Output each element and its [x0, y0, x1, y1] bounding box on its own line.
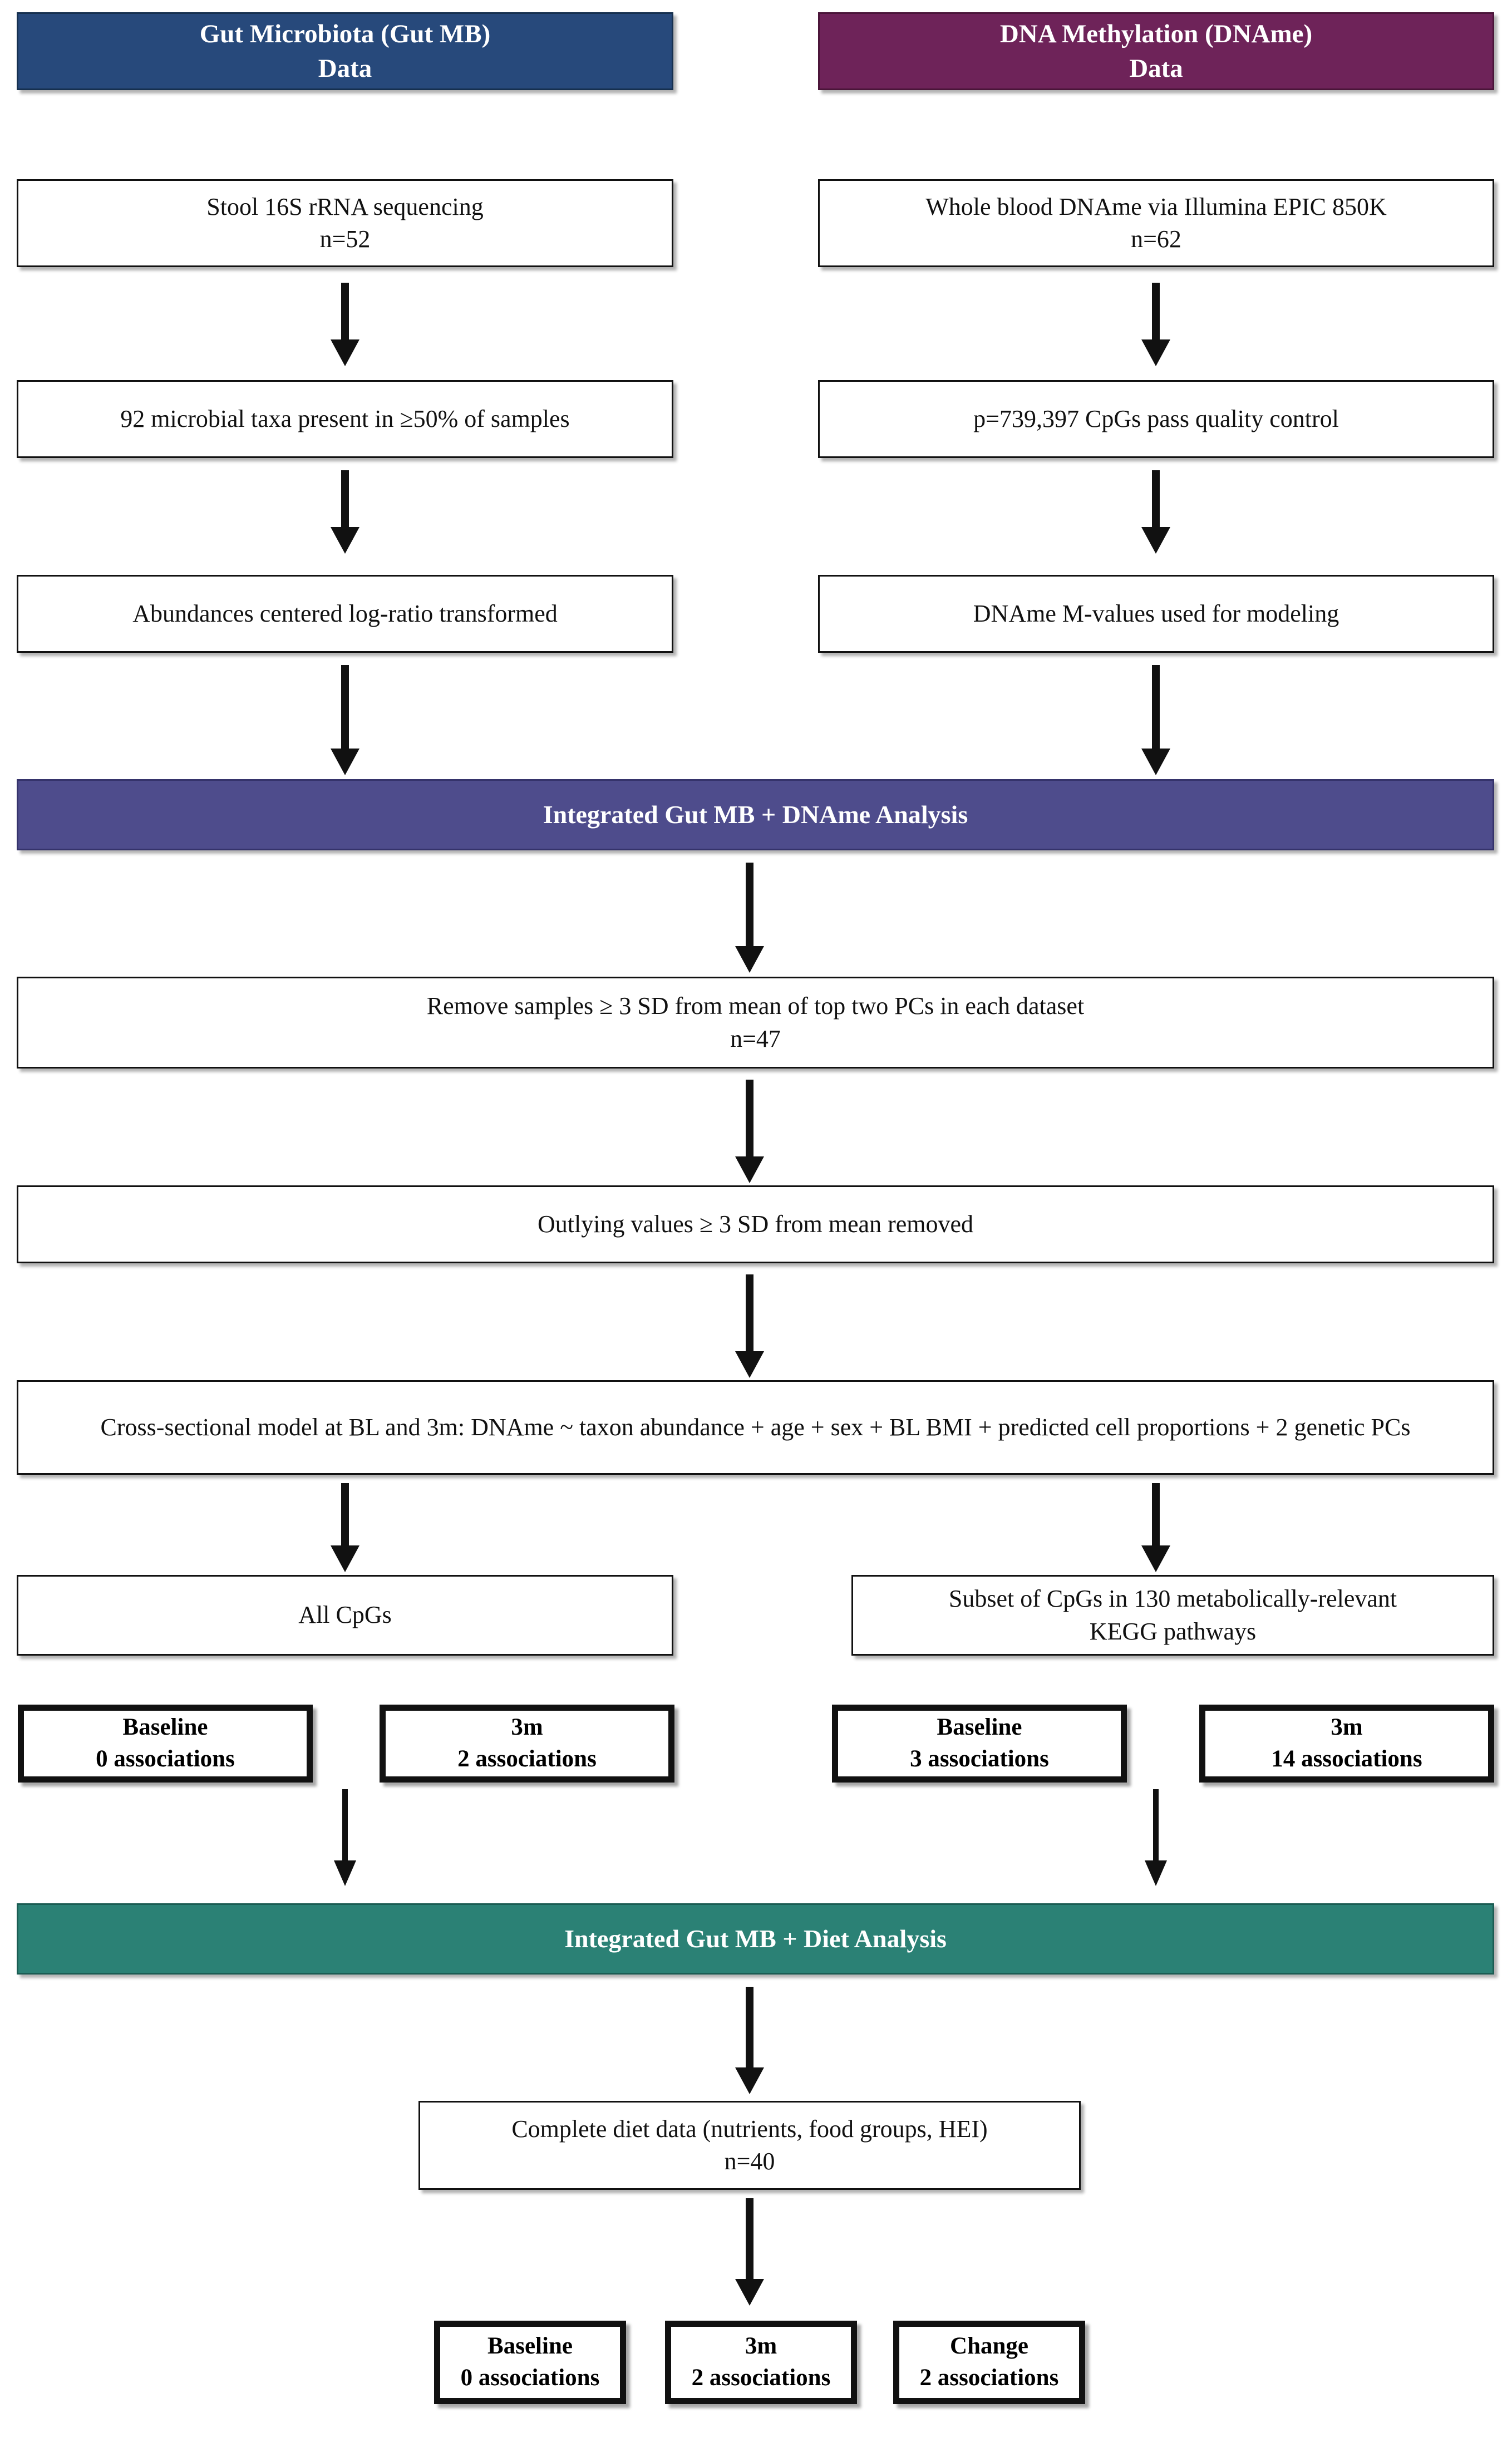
dname-header-banner: DNA Methylation (DNAme) Data [818, 12, 1494, 90]
result-diet-change-label: Change 2 associations [919, 2333, 1059, 2391]
result-diet-3m-box: 3m 2 associations [665, 2321, 857, 2404]
result-diet-baseline-box: Baseline 0 associations [434, 2321, 626, 2404]
branch-all-cpgs-label: All CpGs [298, 1601, 392, 1629]
gut-mb-step-3-label: Abundances centered log-ratio transforme… [132, 599, 558, 627]
branch-kegg-box: Subset of CpGs in 130 metabolically-rele… [851, 1575, 1494, 1656]
integrated-dname-banner-label: Integrated Gut MB + DNAme Analysis [543, 800, 968, 829]
result-allcpgs-baseline-label: Baseline 0 associations [96, 1714, 235, 1772]
dname-step-3-box: DNAme M-values used for modeling [818, 575, 1494, 653]
dname-step-2-label: p=739,397 CpGs pass quality control [973, 405, 1339, 432]
result-allcpgs-3m-box: 3m 2 associations [380, 1705, 674, 1783]
dname-step-3-label: DNAme M-values used for modeling [973, 599, 1339, 627]
integrated-diet-banner-label: Integrated Gut MB + Diet Analysis [564, 1924, 947, 1953]
gut-mb-step-1-box: Stool 16S rRNA sequencing n=52 [17, 179, 673, 267]
result-allcpgs-baseline-box: Baseline 0 associations [18, 1705, 313, 1783]
gut-mb-header-label: Gut Microbiota (Gut MB) Data [199, 19, 491, 83]
dname-step-2-box: p=739,397 CpGs pass quality control [818, 380, 1494, 458]
gut-mb-step-3-box: Abundances centered log-ratio transforme… [17, 575, 673, 653]
complete-diet-data-label: Complete diet data (nutrients, food grou… [511, 2115, 988, 2175]
cross-sectional-model-label: Cross-sectional model at BL and 3m: DNAm… [100, 1413, 1411, 1441]
dname-step-1-label: Whole blood DNAme via Illumina EPIC 850K… [925, 193, 1387, 253]
result-kegg-baseline-box: Baseline 3 associations [832, 1705, 1127, 1783]
result-diet-3m-label: 3m 2 associations [691, 2333, 831, 2391]
gut-mb-step-1-label: Stool 16S rRNA sequencing n=52 [206, 193, 484, 253]
result-kegg-baseline-label: Baseline 3 associations [910, 1714, 1049, 1772]
gut-mb-step-2-box: 92 microbial taxa present in ≥50% of sam… [17, 380, 673, 458]
dname-header-label: DNA Methylation (DNAme) Data [999, 19, 1313, 83]
outlying-values-label: Outlying values ≥ 3 SD from mean removed [538, 1210, 973, 1238]
integrated-diet-banner: Integrated Gut MB + Diet Analysis [17, 1903, 1494, 1975]
remove-samples-label: Remove samples ≥ 3 SD from mean of top t… [426, 992, 1085, 1052]
remove-samples-box: Remove samples ≥ 3 SD from mean of top t… [17, 977, 1494, 1069]
integrated-dname-banner: Integrated Gut MB + DNAme Analysis [17, 779, 1494, 850]
gut-mb-step-2-label: 92 microbial taxa present in ≥50% of sam… [120, 405, 570, 432]
branch-kegg-label: Subset of CpGs in 130 metabolically-rele… [948, 1585, 1397, 1645]
result-kegg-3m-box: 3m 14 associations [1199, 1705, 1494, 1783]
result-diet-change-box: Change 2 associations [893, 2321, 1085, 2404]
result-diet-baseline-label: Baseline 0 associations [460, 2333, 600, 2391]
branch-all-cpgs-box: All CpGs [17, 1575, 673, 1656]
result-kegg-3m-label: 3m 14 associations [1271, 1714, 1422, 1772]
outlying-values-box: Outlying values ≥ 3 SD from mean removed [17, 1185, 1494, 1263]
complete-diet-data-box: Complete diet data (nutrients, food grou… [418, 2101, 1081, 2190]
dname-step-1-box: Whole blood DNAme via Illumina EPIC 850K… [818, 179, 1494, 267]
gut-mb-header-banner: Gut Microbiota (Gut MB) Data [17, 12, 673, 90]
cross-sectional-model-box: Cross-sectional model at BL and 3m: DNAm… [17, 1380, 1494, 1475]
result-allcpgs-3m-label: 3m 2 associations [457, 1714, 597, 1772]
